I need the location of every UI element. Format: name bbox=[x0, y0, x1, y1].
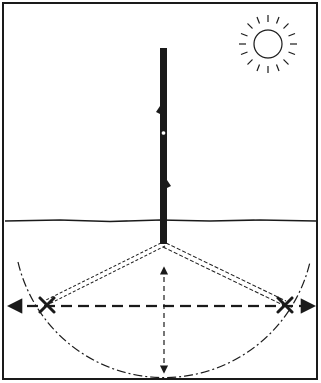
shadow-stick-diagram bbox=[0, 0, 321, 383]
diagram-canvas bbox=[0, 0, 321, 383]
